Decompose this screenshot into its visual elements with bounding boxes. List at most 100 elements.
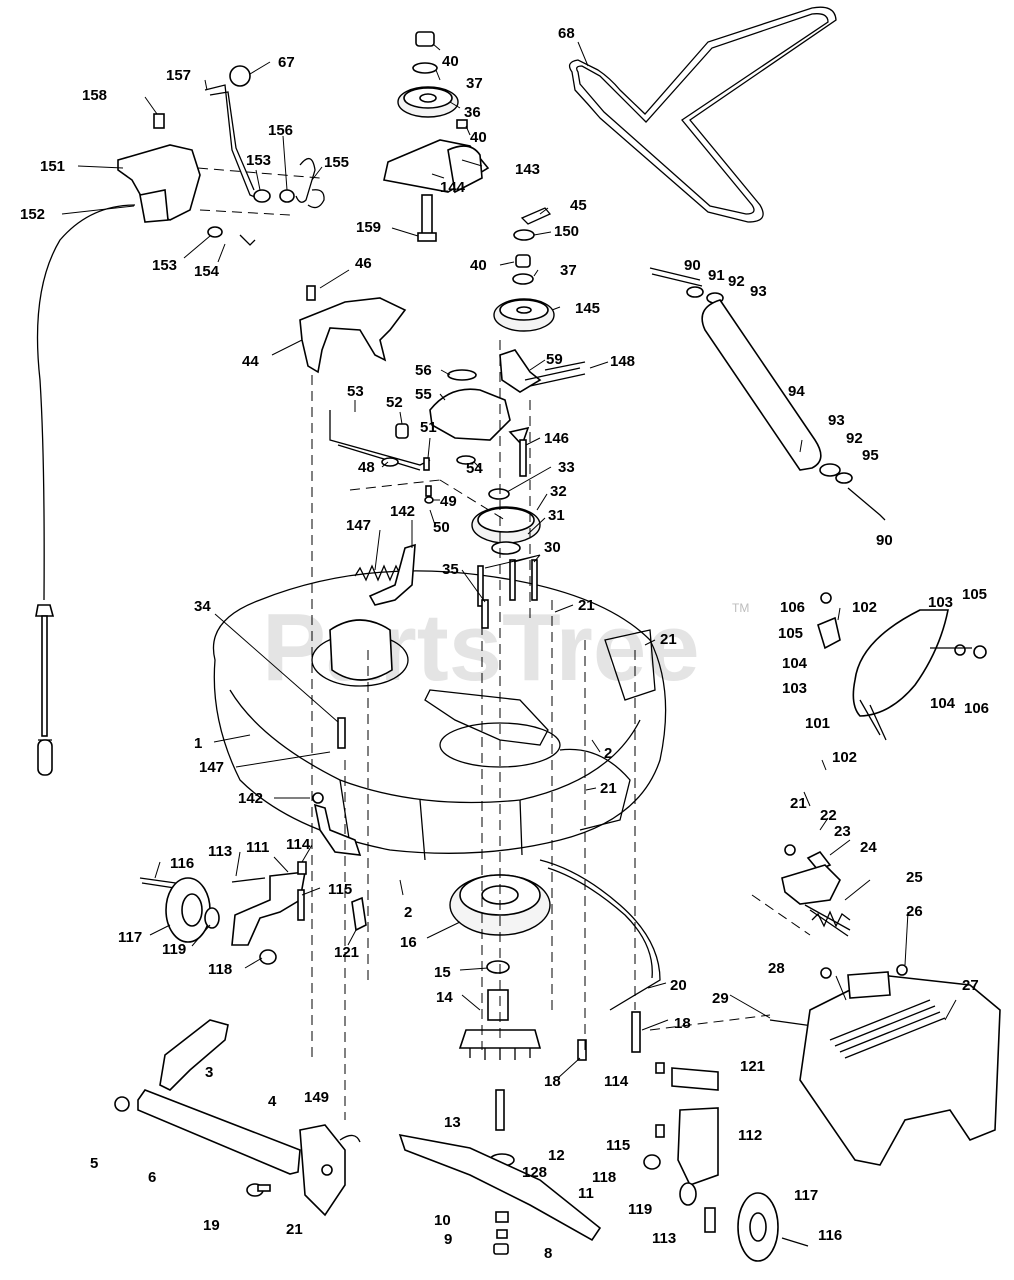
- callout-3: 3: [205, 1064, 213, 1081]
- callout-23: 23: [834, 823, 851, 840]
- callout-95: 95: [862, 447, 879, 464]
- callout-153: 153: [246, 152, 271, 169]
- callout-56: 56: [415, 362, 432, 379]
- callout-101: 101: [805, 715, 830, 732]
- callout-31: 31: [548, 507, 565, 524]
- callout-149: 149: [304, 1089, 329, 1106]
- callout-21: 21: [660, 631, 677, 648]
- callout-40: 40: [470, 129, 487, 146]
- idler-pulley-assembly-lower: [493, 207, 555, 332]
- callout-67: 67: [278, 54, 295, 71]
- callout-55: 55: [415, 386, 432, 403]
- callout-22: 22: [820, 807, 837, 824]
- callout-159: 159: [356, 219, 381, 236]
- callout-18: 18: [544, 1073, 561, 1090]
- callout-33: 33: [558, 459, 575, 476]
- blade-spindle-assembly: [398, 874, 602, 1255]
- callout-153: 153: [152, 257, 177, 274]
- callout-102: 102: [852, 599, 877, 616]
- callout-115: 115: [328, 881, 352, 898]
- drive-belt: [568, 6, 837, 223]
- callout-102: 102: [832, 749, 857, 766]
- callout-147: 147: [199, 759, 224, 776]
- callout-48: 48: [358, 459, 375, 476]
- callout-54: 54: [466, 460, 483, 477]
- part-callouts: 68 40 37 36 40 143 144 159 45 150 40 37 …: [20, 25, 989, 1262]
- callout-121: 121: [740, 1058, 765, 1075]
- watermark-text: PartsTree: [262, 594, 700, 701]
- callout-90: 90: [876, 532, 893, 549]
- callout-151: 151: [40, 158, 65, 175]
- callout-144: 144: [440, 179, 466, 196]
- callout-143: 143: [515, 161, 540, 178]
- callout-118: 118: [208, 961, 232, 978]
- callout-154: 154: [194, 263, 220, 280]
- idler-pulley-assembly-top: [383, 31, 490, 242]
- callout-93: 93: [750, 283, 767, 300]
- callout-121: 121: [334, 944, 359, 961]
- callout-21: 21: [286, 1221, 303, 1238]
- callout-91: 91: [708, 267, 725, 284]
- gauge-wheel-assembly-left: [139, 861, 367, 965]
- callout-40: 40: [470, 257, 487, 274]
- callout-128: 128: [522, 1164, 547, 1181]
- callout-51: 51: [420, 419, 437, 436]
- callout-34: 34: [194, 598, 211, 615]
- callout-15: 15: [434, 964, 451, 981]
- callout-1: 1: [194, 735, 202, 752]
- callout-111: 111: [246, 839, 269, 856]
- callout-21: 21: [578, 597, 595, 614]
- callout-68: 68: [558, 25, 575, 42]
- callout-24: 24: [860, 839, 877, 856]
- leader-lines: [61, 41, 957, 1079]
- callout-35: 35: [442, 561, 459, 578]
- callout-148: 148: [610, 353, 635, 370]
- callout-116: 116: [818, 1227, 842, 1244]
- mower-deck-housing: [212, 570, 667, 861]
- callout-152: 152: [20, 206, 45, 223]
- callout-40: 40: [442, 53, 459, 70]
- callout-117: 117: [118, 929, 142, 946]
- callout-117: 117: [794, 1187, 818, 1204]
- callout-50: 50: [433, 519, 450, 536]
- control-cable: [35, 204, 136, 776]
- callout-53: 53: [347, 383, 364, 400]
- callout-113: 113: [652, 1230, 676, 1247]
- callout-6: 6: [148, 1169, 156, 1186]
- callout-146: 146: [544, 430, 569, 447]
- idler-arm-bracket: [429, 349, 586, 477]
- callout-25: 25: [906, 869, 923, 886]
- callout-94: 94: [788, 383, 805, 400]
- callout-2: 2: [604, 745, 612, 762]
- callout-16: 16: [400, 934, 417, 951]
- callout-37: 37: [560, 262, 577, 279]
- callout-112: 112: [738, 1127, 762, 1144]
- callout-157: 157: [166, 67, 191, 84]
- callout-14: 14: [436, 989, 453, 1006]
- callout-106: 106: [964, 700, 989, 717]
- callout-36: 36: [464, 104, 481, 121]
- callout-44: 44: [242, 353, 259, 370]
- callout-37: 37: [466, 75, 483, 92]
- callout-10: 10: [434, 1212, 451, 1229]
- callout-59: 59: [546, 351, 563, 368]
- callout-2: 2: [404, 904, 412, 921]
- callout-147: 147: [346, 517, 371, 534]
- callout-8: 8: [544, 1245, 552, 1262]
- callout-103: 103: [782, 680, 807, 697]
- deck-support-bracket-left: [114, 1019, 361, 1217]
- callout-5: 5: [90, 1155, 98, 1172]
- callout-115: 115: [606, 1137, 630, 1154]
- spindle-pulley-stack: [471, 488, 541, 629]
- watermark-tm: TM: [732, 601, 749, 615]
- discharge-chute-assembly: [769, 844, 1001, 1166]
- callout-119: 119: [162, 941, 186, 958]
- callout-90: 90: [684, 257, 701, 274]
- gauge-wheel-assembly-right: [643, 1062, 809, 1262]
- callout-156: 156: [268, 122, 293, 139]
- callout-105: 105: [962, 586, 987, 603]
- callout-93: 93: [828, 412, 845, 429]
- callout-142: 142: [238, 790, 263, 807]
- callout-119: 119: [628, 1201, 652, 1218]
